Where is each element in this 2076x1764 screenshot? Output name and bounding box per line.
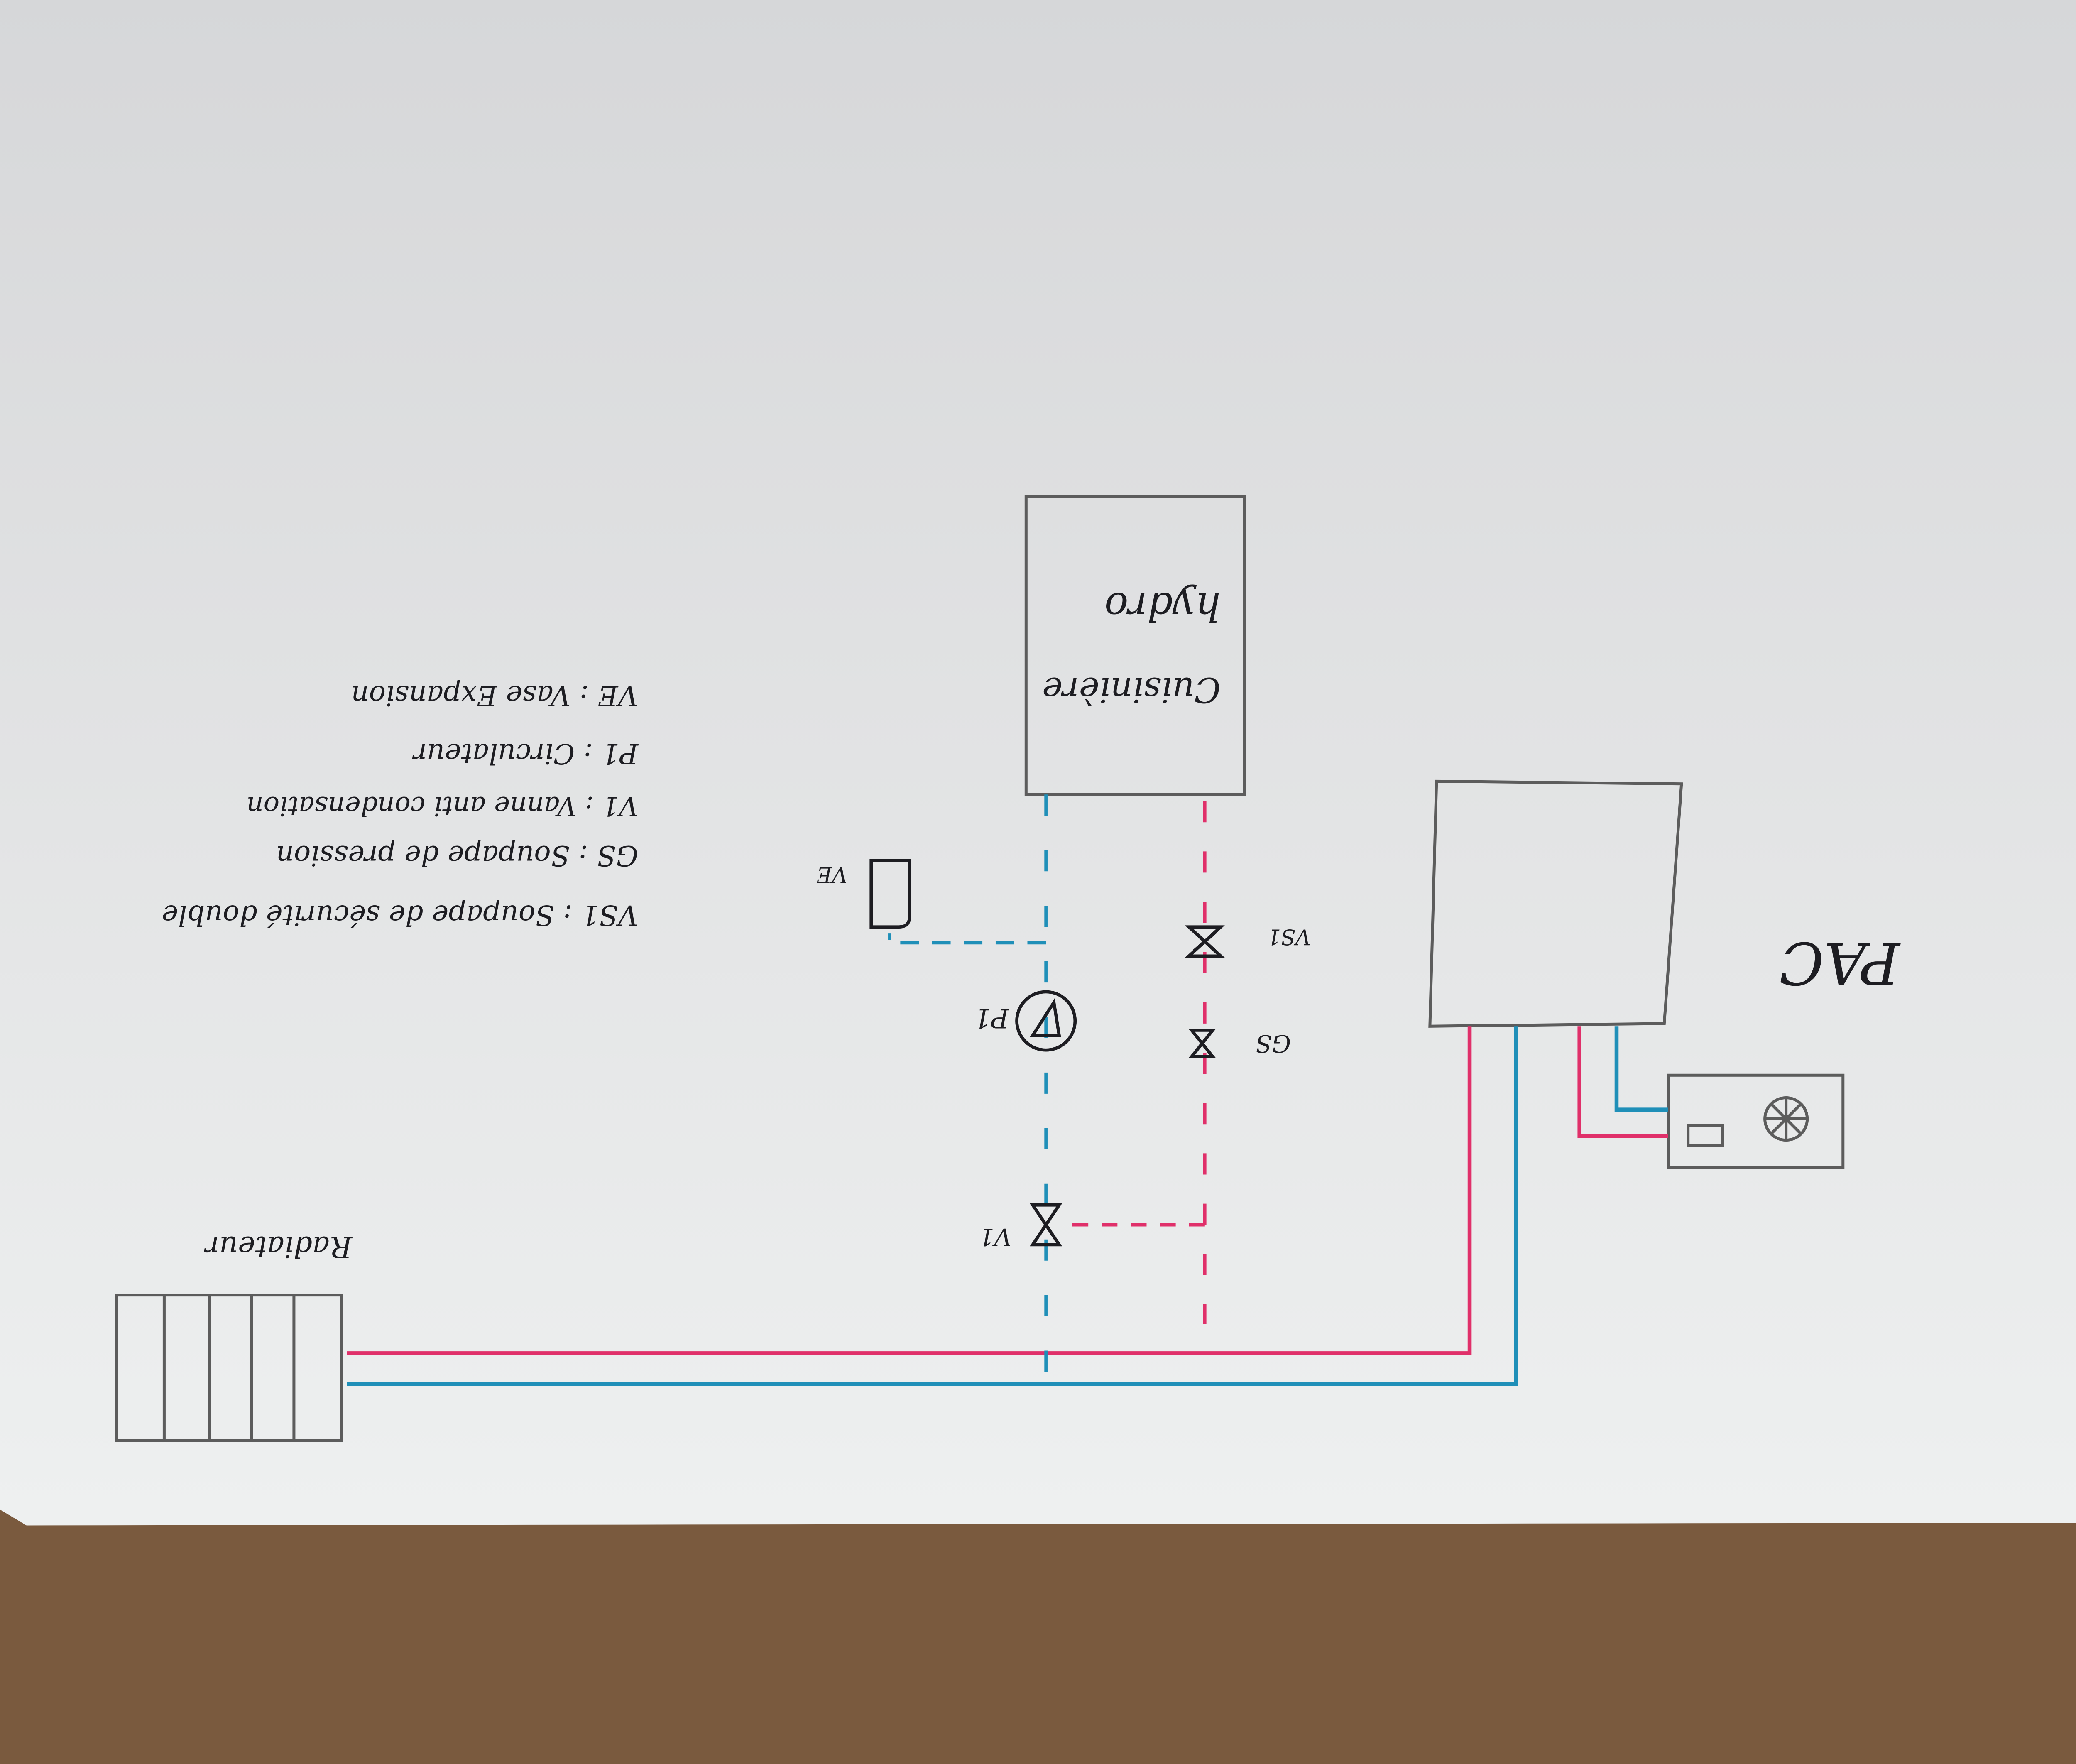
legend-item: V1 : Vanne anti condensation [247, 791, 638, 821]
gs-label: GS [1256, 1030, 1291, 1058]
legend-item: VE : Vase Expansion [351, 679, 638, 712]
radiator [115, 1294, 343, 1442]
safety-valve-icon [1185, 925, 1225, 958]
v1-label: V1 [979, 1223, 1011, 1251]
cold-pipe-radiator [347, 1026, 1518, 1386]
hydraulic-diagram-photo: Cuisinière hydro PAC Radiateur VE VS1 GS… [0, 0, 2076, 1526]
ve-label: VE [817, 862, 847, 887]
paper-sheet [0, 0, 2076, 1526]
circulator-pump-icon [1015, 990, 1077, 1052]
stove-box [1024, 495, 1246, 796]
stove-label-line1: Cuisinière [1042, 670, 1221, 710]
cold-pipe-outdoor [1614, 1026, 1668, 1112]
vs1-label: VS1 [1268, 924, 1311, 949]
legend-item: VS1 : Soupape de sécurité double [162, 899, 638, 931]
hot-pipe-radiator [347, 1026, 1472, 1355]
legend: VS1 : Soupape de sécurité double GS : So… [162, 679, 639, 931]
heat-pump-indoor-box [1428, 779, 1683, 1028]
expansion-vessel-icon [869, 859, 911, 929]
expansion-dashed-pipe [888, 933, 1046, 945]
anti-condensation-valve-icon [1030, 1203, 1062, 1247]
p1-label: P1 [974, 1002, 1009, 1033]
heat-pump-outdoor-unit [1667, 1073, 1845, 1170]
pressure-valve-icon [1188, 1029, 1216, 1058]
hot-pipe-outdoor [1577, 1026, 1668, 1138]
legend-item: GS : Soupape de pression [276, 840, 638, 872]
legend-item: P1 : Circulateur [412, 737, 639, 770]
radiator-label: Radiateur [204, 1230, 353, 1264]
stove-label-line2: hydro [1104, 584, 1221, 630]
heat-pump-label: PAC [1780, 929, 1901, 996]
